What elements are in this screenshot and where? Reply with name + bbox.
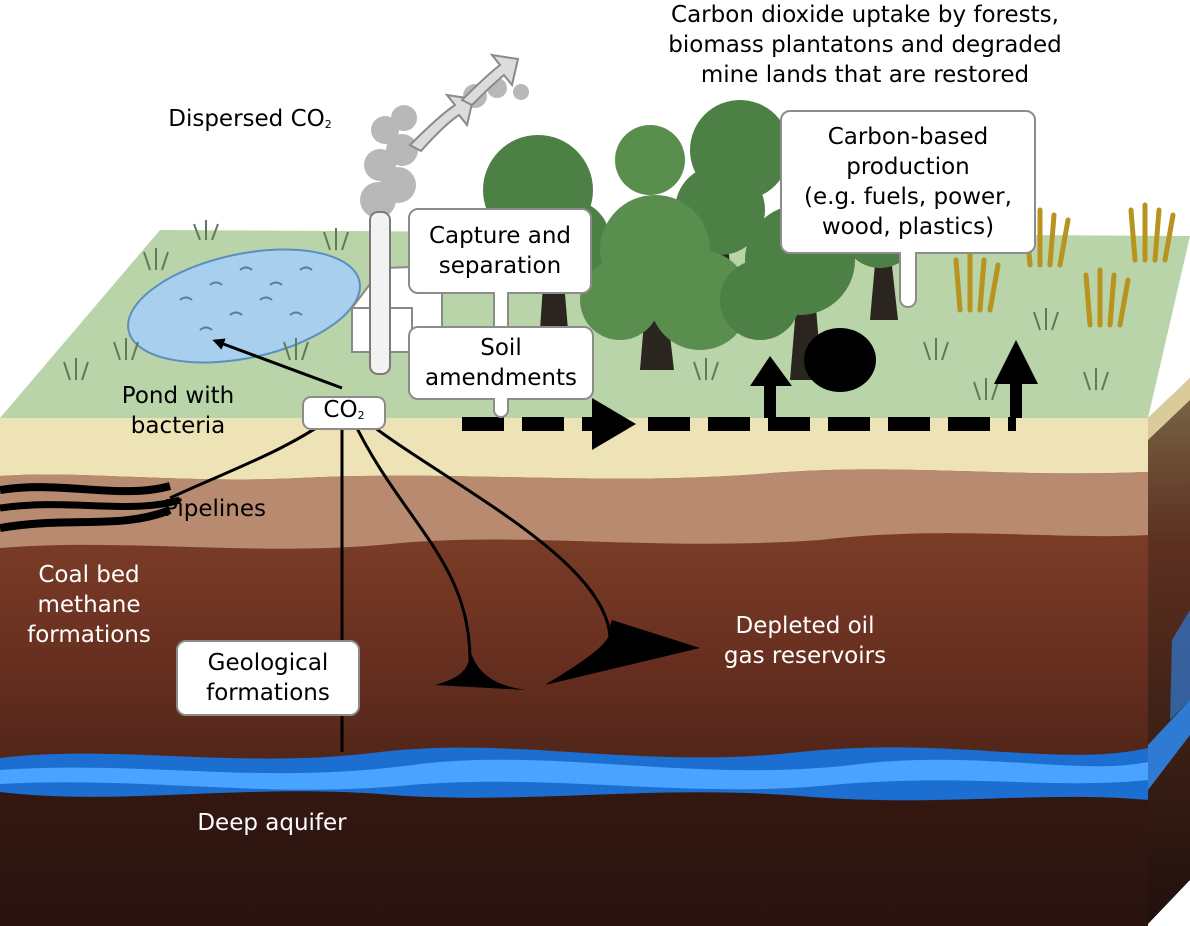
deep-aquifer-label: Deep aquifer xyxy=(176,808,368,838)
capture-separation-box: Capture and separation xyxy=(408,208,592,294)
aquifer-band xyxy=(0,747,1148,801)
capture-line-1: Capture and xyxy=(428,223,572,249)
dispersed-co2-label: Dispersed CO2 xyxy=(150,104,350,140)
carbon-based-line-3: (e.g. fuels, power, xyxy=(804,184,1012,210)
dispersal-arrows xyxy=(408,53,520,153)
carbon-based-box-tail xyxy=(899,252,917,308)
uptake-line-3: mine lands that are restored xyxy=(700,62,1030,88)
geological-line-1: Geological xyxy=(207,650,329,676)
geological-formations-box: Geological formations xyxy=(176,640,360,716)
coal-line-3: formations xyxy=(27,622,151,648)
dispersed-co2-subscript: 2 xyxy=(324,118,332,131)
depleted-line-2: gas reservoirs xyxy=(723,643,887,669)
uptake-line-1: Carbon dioxide uptake by forests, xyxy=(671,2,1059,28)
capture-box-connector xyxy=(493,292,509,330)
coal-line-1: Coal bed xyxy=(38,562,140,588)
uptake-label: Carbon dioxide uptake by forests, biomas… xyxy=(620,0,1110,90)
carbon-based-line-2: production xyxy=(846,154,970,180)
pond-line-2: bacteria xyxy=(130,413,226,439)
depleted-reservoirs-label: Depleted oil gas reservoirs xyxy=(702,611,908,671)
capture-line-2: separation xyxy=(438,253,562,279)
uptake-line-2: biomass plantatons and degraded xyxy=(668,32,1062,58)
product-flow-arrow xyxy=(462,340,1038,450)
coal-bed-label: Coal bed methane formations xyxy=(14,560,164,650)
pipelines-text: Pipelines xyxy=(164,496,266,522)
reservoir-wedges xyxy=(435,620,700,690)
soil-box-tail xyxy=(493,398,509,418)
pipelines-label: Pipelines xyxy=(150,494,280,524)
carbon-based-production-box: Carbon-based production (e.g. fuels, pow… xyxy=(780,110,1036,254)
grass-tufts xyxy=(63,220,1109,401)
dispersed-co2-text: Dispersed CO xyxy=(168,106,325,132)
co2-source-box: CO2 xyxy=(302,396,386,430)
geological-line-2: formations xyxy=(206,680,330,706)
carbon-based-line-4: wood, plastics) xyxy=(821,214,995,240)
pond-label: Pond with bacteria xyxy=(112,381,244,441)
co2-subscript: 2 xyxy=(357,409,365,422)
deep-aquifer-text: Deep aquifer xyxy=(197,810,347,836)
pond-line-1: Pond with xyxy=(121,383,235,409)
smoke-plume xyxy=(360,78,529,218)
soil-line-1: Soil xyxy=(480,335,522,361)
carbon-based-line-1: Carbon-based xyxy=(827,124,989,150)
block-side xyxy=(1148,378,1190,924)
pond-arrow xyxy=(212,338,343,390)
coal-line-2: methane xyxy=(37,592,141,618)
soil-amendments-box: Soil amendments xyxy=(408,326,594,400)
depleted-line-1: Depleted oil xyxy=(735,613,875,639)
co2-text: CO xyxy=(323,397,358,423)
soil-line-2: amendments xyxy=(425,365,577,391)
